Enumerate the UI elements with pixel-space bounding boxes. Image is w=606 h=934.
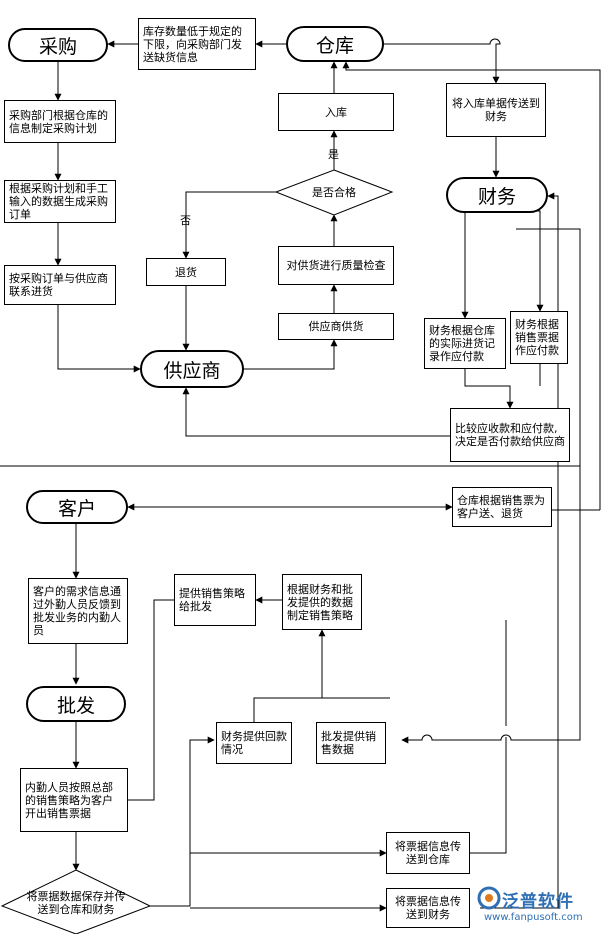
node-warehouse: 仓库 (286, 26, 384, 62)
watermark-logo: 泛普软件 www.fanpusoft.com (476, 885, 602, 929)
node-customer: 客户 (26, 490, 128, 524)
node-low-stock-note: 库存数量低于规定的下限，向采购部门发送缺货信息 (138, 18, 256, 70)
node-wholesale-sales-data: 批发提供销售数据 (316, 722, 386, 764)
edge-compare-supplier (182, 387, 450, 437)
edge-tofinance-finance (500, 192, 559, 909)
node-finance-stock-record: 财务根据仓库的实际进货记录作应付款 (424, 318, 506, 369)
node-contact-supplier: 按采购订单与供应商联系进货 (4, 265, 116, 305)
edge-records-compare (464, 369, 514, 409)
label-no: 否 (180, 214, 191, 227)
node-ticket-to-finance: 将票据信息传送到财务 (386, 888, 470, 928)
node-purchase-plan: 采购部门根据仓库的信息制定采购计划 (4, 100, 116, 143)
node-warehouse-sales-ticket: 仓库根据销售票为客户送、退货 (452, 487, 552, 527)
edge-contact-supplier (57, 305, 141, 373)
node-issue-sales-ticket: 内勤人员按照总部的销售策略为客户开出销售票据 (20, 768, 128, 832)
node-send-to-finance: 将入库单据传送到财务 (446, 83, 546, 137)
node-customer-needs: 客户的需求信息通过外勤人员反馈到批发业务的内勤人员 (28, 578, 128, 644)
node-ticket-to-warehouse: 将票据信息传送到仓库 (386, 832, 470, 874)
label-yes: 是 (328, 148, 339, 161)
node-wholesale: 批发 (26, 686, 126, 722)
node-purchase-order: 根据采购计划和手工输入的数据生成采购订单 (4, 180, 116, 223)
node-finance-sales-record: 财务根据销售票据作应付款 (510, 311, 568, 364)
node-stock-in: 入库 (278, 93, 394, 131)
edge-supplier-supply (244, 339, 338, 370)
fanpu-logo-icon (477, 886, 501, 910)
node-purchase: 采购 (8, 28, 108, 62)
node-compare-payables: 比较应收款和应付款, 决定是否付款给供应商 (450, 408, 570, 462)
node-supplier-supply: 供应商供货 (278, 313, 394, 340)
node-quality-check: 对供货进行质量检查 (278, 246, 394, 285)
edge-ticket-warehouse (342, 61, 601, 510)
edge-save-finpayment (150, 736, 215, 907)
edge-finance-stockrecord (461, 210, 480, 319)
watermark-brand: 泛普软件 (502, 892, 574, 912)
edge-warehouse-sendfinance (384, 38, 501, 84)
node-finance: 财务 (446, 177, 548, 213)
node-provide-strategy: 提供销售策略给批发 (174, 574, 256, 626)
node-make-strategy: 根据财务和批发提供的数据制定销售策略 (282, 574, 362, 630)
node-finance-payment: 财务提供回款情况 (216, 722, 292, 764)
edge-qualified-return (182, 191, 276, 259)
node-return-goods: 退货 (146, 258, 226, 286)
edge-finance-salesdata (401, 228, 581, 744)
edge-issue-strategy (128, 599, 174, 801)
edge-finance-salesrecord (516, 210, 544, 312)
node-qualified: 是否合格 (312, 186, 356, 199)
node-supplier: 供应商 (140, 350, 244, 388)
node-save-ticket-data: 将票据数据保存并传送到仓库和财务 (26, 890, 126, 916)
watermark-url: www.fanpusoft.com (484, 912, 583, 923)
